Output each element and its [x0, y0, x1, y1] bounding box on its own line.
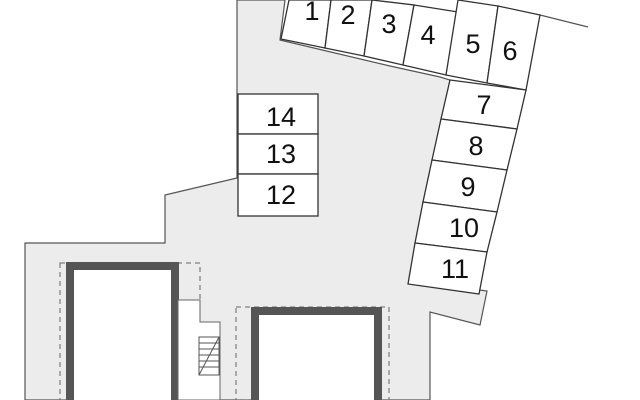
space-13-label: 13 — [266, 139, 296, 169]
space-1-label: 1 — [304, 0, 319, 26]
space-10-label: 10 — [449, 213, 479, 243]
space-2-label: 2 — [340, 0, 355, 30]
space-12-label: 12 — [266, 180, 296, 210]
space-4: 4 — [402, 4, 459, 76]
space-11: 11 — [407, 242, 488, 295]
road-edge-line — [539, 14, 589, 28]
space-14: 14 — [237, 93, 319, 135]
space-8-label: 8 — [468, 131, 483, 161]
space-13: 13 — [237, 133, 319, 175]
space-2: 2 — [324, 0, 373, 57]
building-right — [251, 307, 382, 400]
space-10: 10 — [414, 201, 498, 253]
space-8: 8 — [431, 118, 518, 171]
space-4-label: 4 — [420, 20, 435, 50]
space-9-label: 9 — [460, 172, 475, 202]
space-11-label: 11 — [441, 254, 469, 284]
space-3-label: 3 — [381, 9, 396, 39]
space-6-label: 6 — [502, 36, 517, 66]
space-3: 3 — [363, 0, 415, 66]
stairs-icon — [198, 336, 220, 376]
building-left — [66, 262, 179, 400]
space-14-label: 14 — [266, 102, 296, 132]
space-12: 12 — [237, 173, 319, 217]
space-1: 1 — [280, 0, 332, 49]
space-7-label: 7 — [476, 90, 491, 120]
space-5-label: 5 — [465, 29, 480, 59]
